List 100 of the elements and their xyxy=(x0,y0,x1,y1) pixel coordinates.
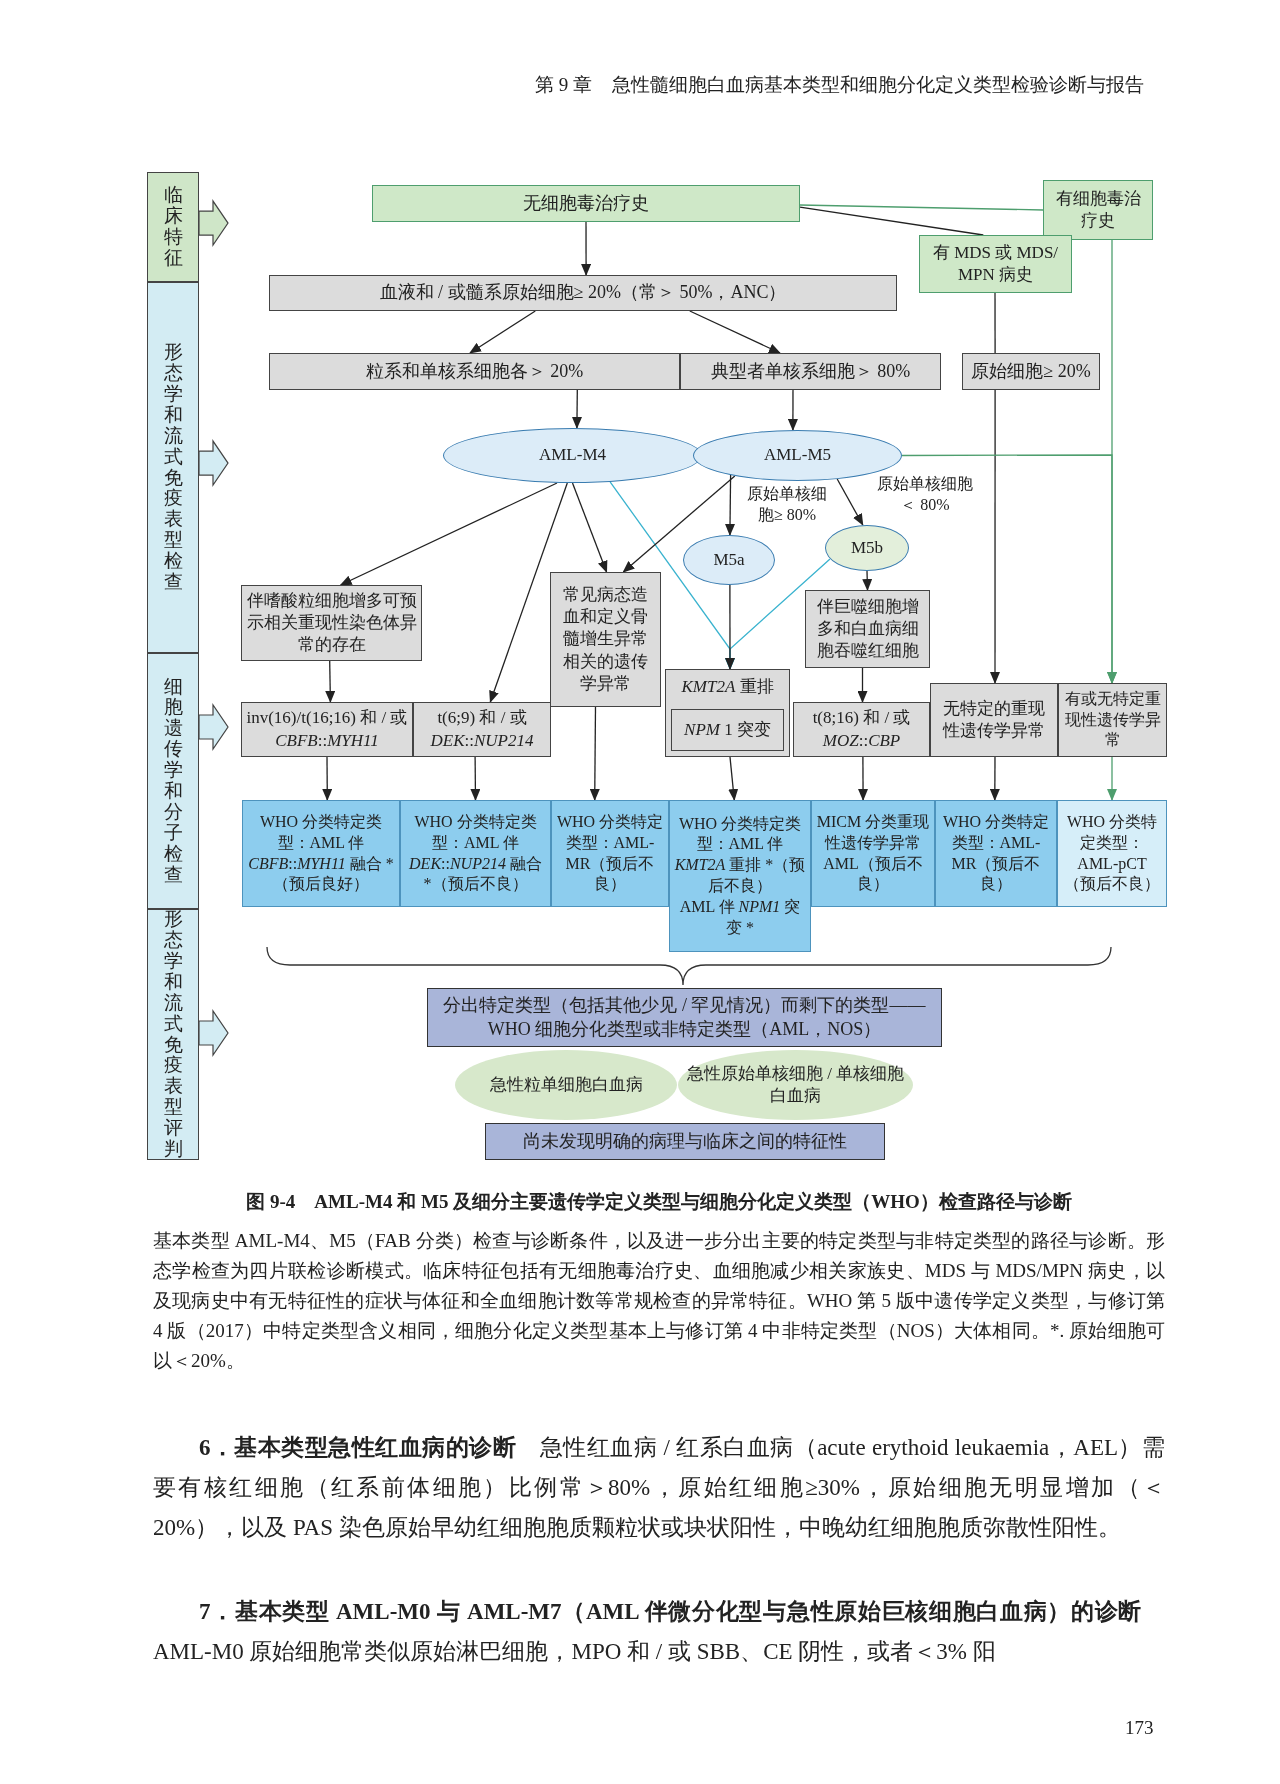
arrow xyxy=(339,482,558,586)
node-text: 有细胞毒治疗史 xyxy=(1054,187,1142,232)
result-box xyxy=(1057,800,1167,907)
node-text: t(8;16) 和 / 或 MOZ::CBP xyxy=(811,707,912,752)
column-title: 临床特征 xyxy=(163,185,183,269)
arrow xyxy=(470,756,481,801)
process-box xyxy=(793,702,930,757)
process-box xyxy=(427,988,942,1047)
arrow xyxy=(862,570,873,591)
arrow xyxy=(571,482,608,573)
node-text: 急性原始单核细胞 / 单核细胞白血病 xyxy=(685,1062,906,1107)
arrow xyxy=(469,310,536,354)
column-title: 形态学和流式免疫表型评判 xyxy=(163,909,183,1160)
caption-paragraph: 基本类型 AML-M4、M5（FAB 分类）检查与诊断条件，以及进一步分出主要的特定类型与非特定类型的路径与诊断。形态学检查为四片联检诊断模式。临床特征包括有无细胞毒治疗史、血细胞减少相关家族史、MDS 与 MDS/MPN 病史，以及现病史中有无特征性的症状与体征和全血细胞计数等常规检查的异常特征。WHO 第 5 版中遗传学定义类型，与修订第 4 版（2017）中特定类型含义相同，细胞分化定义类型基本上与修订第 4 中非特定类型（NOS）大体相同。*. 原始细胞可以＜20%。 xyxy=(153,1229,1165,1373)
chapter-label: 第 9 章 xyxy=(535,73,593,97)
node-text: 常见病态造血和定义骨髓增生异常相关的遗传学异常 xyxy=(562,584,649,695)
column-header-box xyxy=(147,653,199,909)
node-text: 急性粒单细胞白血病 xyxy=(489,1073,643,1096)
connector-line xyxy=(799,206,984,236)
node-text: AML 伴 NPM1 突变 * xyxy=(678,896,802,938)
arrow xyxy=(990,389,1000,684)
node-text: 尚未发现明确的病理与临床之间的特征性 xyxy=(523,1129,847,1153)
node-text: 原始细胞≥ 20% xyxy=(971,359,1091,383)
arrow xyxy=(581,221,592,276)
node-text: WHO 分类特定类型：AML-pCT（预后不良） xyxy=(1063,811,1161,895)
node-text: 典型者单核系细胞＞ 80% xyxy=(710,359,911,383)
arrow xyxy=(725,474,736,536)
arrow xyxy=(489,482,568,703)
body-paragraph: 7．基本类型 AML-M0 与 AML-M7（AML 伴微分化型与急性原始巨核细胞白血病）的诊断 AML-M0 原始细胞常类似原始淋巴细胞，MPO 和 / 或 SBB、CE 阴性，或者＜3% 阳 xyxy=(153,1598,1143,1666)
node-text: M5b xyxy=(850,536,884,559)
node-text: t(6;9) 和 / 或 DEK::NUP214 xyxy=(429,707,535,752)
node-text: AML-M5 xyxy=(763,444,832,467)
process-box xyxy=(671,709,784,751)
arrow xyxy=(725,584,735,670)
node-text: 伴巨噬细胞增多和白血病细胞吞噬红细胞 xyxy=(815,595,920,663)
process-box xyxy=(1043,180,1153,240)
node-text: WHO 分类特定类型：AML 伴 KMT2A 重排 *（预后不良） xyxy=(674,813,806,896)
process-box xyxy=(962,353,1100,390)
block-arrow xyxy=(198,439,229,487)
node-text: 分出特定类型（包括其他少见 / 罕见情况）而剩下的类型——WHO 细胞分化类型或非特定类型（AML，NOS） xyxy=(442,994,927,1041)
process-box xyxy=(269,353,680,390)
process-box xyxy=(269,275,897,311)
arrow xyxy=(858,756,869,801)
column-header-box xyxy=(147,909,199,1160)
connector-line xyxy=(994,292,996,354)
node-text: 粒系和单核系细胞各＞ 20% xyxy=(365,359,584,383)
arrow xyxy=(689,310,781,354)
ellipse-node xyxy=(683,535,775,585)
node-text: MICM 分类重现性遗传学异常 AML（预后不良） xyxy=(816,811,930,895)
arrow xyxy=(622,475,736,573)
page-number: 173 xyxy=(1125,1716,1155,1740)
body-paragraph: 6．基本类型急性红血病的诊断 急性红血病 / 红系白血病（acute erythoid leukaemia，AEL）需要有核红细胞（红系前体细胞）比例常＞80%，原始红细胞≥30%，原始细胞无明显增加（＜20%），以及 PAS 染色原始早幼红细胞胞质颗粒状或块状阳性，中晚幼红细胞胞质弥散性阳性。 xyxy=(153,1434,1165,1542)
process-box xyxy=(930,683,1058,757)
node-text: inv(16)/t(16;16) 和 / 或 CBFB::MYH11 xyxy=(246,707,408,752)
process-box xyxy=(413,702,551,757)
arrow xyxy=(787,389,798,431)
result-box xyxy=(400,800,551,907)
node-text: WHO 分类特定类型：AML 伴 CBFB::MYH11 融合 *（预后良好） xyxy=(247,811,395,895)
arrow xyxy=(322,756,333,801)
node-text: 无细胞毒治疗史 xyxy=(523,191,649,215)
result-box xyxy=(935,800,1057,907)
node-text: 无特定的重现性遗传学异常 xyxy=(941,697,1046,742)
process-box xyxy=(372,185,800,222)
result-box xyxy=(669,800,811,952)
connector-line xyxy=(799,204,1044,211)
arrow xyxy=(857,667,868,703)
arrow xyxy=(1107,756,1117,801)
block-arrow xyxy=(198,199,229,247)
result-box xyxy=(242,800,400,907)
node-text: 有 MDS 或 MDS/ MPN 病史 xyxy=(931,241,1060,286)
node-text: NPM 1 突变 xyxy=(684,718,771,741)
figure-caption: 图 9-4 AML-M4 和 M5 及细分主要遗传学定义类型与细胞分化定义类型（WHO）检查路径与诊断 xyxy=(245,1190,1073,1214)
block-arrow xyxy=(198,703,229,751)
block-arrow xyxy=(198,1009,229,1057)
node-text: 伴嗜酸粒细胞增多可预示相关重现性染色体异常的存在 xyxy=(246,589,417,657)
arrow xyxy=(901,454,1117,684)
arrow xyxy=(325,660,336,703)
column-header-box xyxy=(147,282,199,653)
process-box xyxy=(680,353,941,390)
column-header-box xyxy=(147,172,199,282)
process-box xyxy=(665,669,790,757)
node-text: WHO 分类特定类型：AML 伴 DEK::NUP214 融合 *（预后不良） xyxy=(408,811,543,895)
node-text: 有或无特定重现性遗传学异常 xyxy=(1063,688,1162,751)
arrow xyxy=(589,706,600,801)
result-box xyxy=(551,800,669,907)
ellipse-node xyxy=(825,525,909,571)
process-box xyxy=(485,1123,885,1160)
result-box xyxy=(811,800,935,907)
node-text: 血液和 / 或髓系原始细胞≥ 20%（常＞ 50%，ANC） xyxy=(379,281,787,305)
node-text: KMT2A 重排 xyxy=(681,676,774,698)
process-box xyxy=(919,235,1072,293)
arrow xyxy=(989,756,1000,801)
process-box xyxy=(1058,683,1167,757)
node-text: AML-M4 xyxy=(538,444,607,467)
arrow xyxy=(728,756,739,801)
node-text: WHO 分类特定类型：AML-MR（预后不良） xyxy=(556,811,664,895)
column-title: 细胞遗传学和分子检查 xyxy=(163,676,183,886)
process-box xyxy=(805,590,930,668)
arrow xyxy=(572,389,582,429)
page-header: 急性髓细胞白血病基本类型和细胞分化定义类型检验诊断与报告 xyxy=(612,73,1145,97)
